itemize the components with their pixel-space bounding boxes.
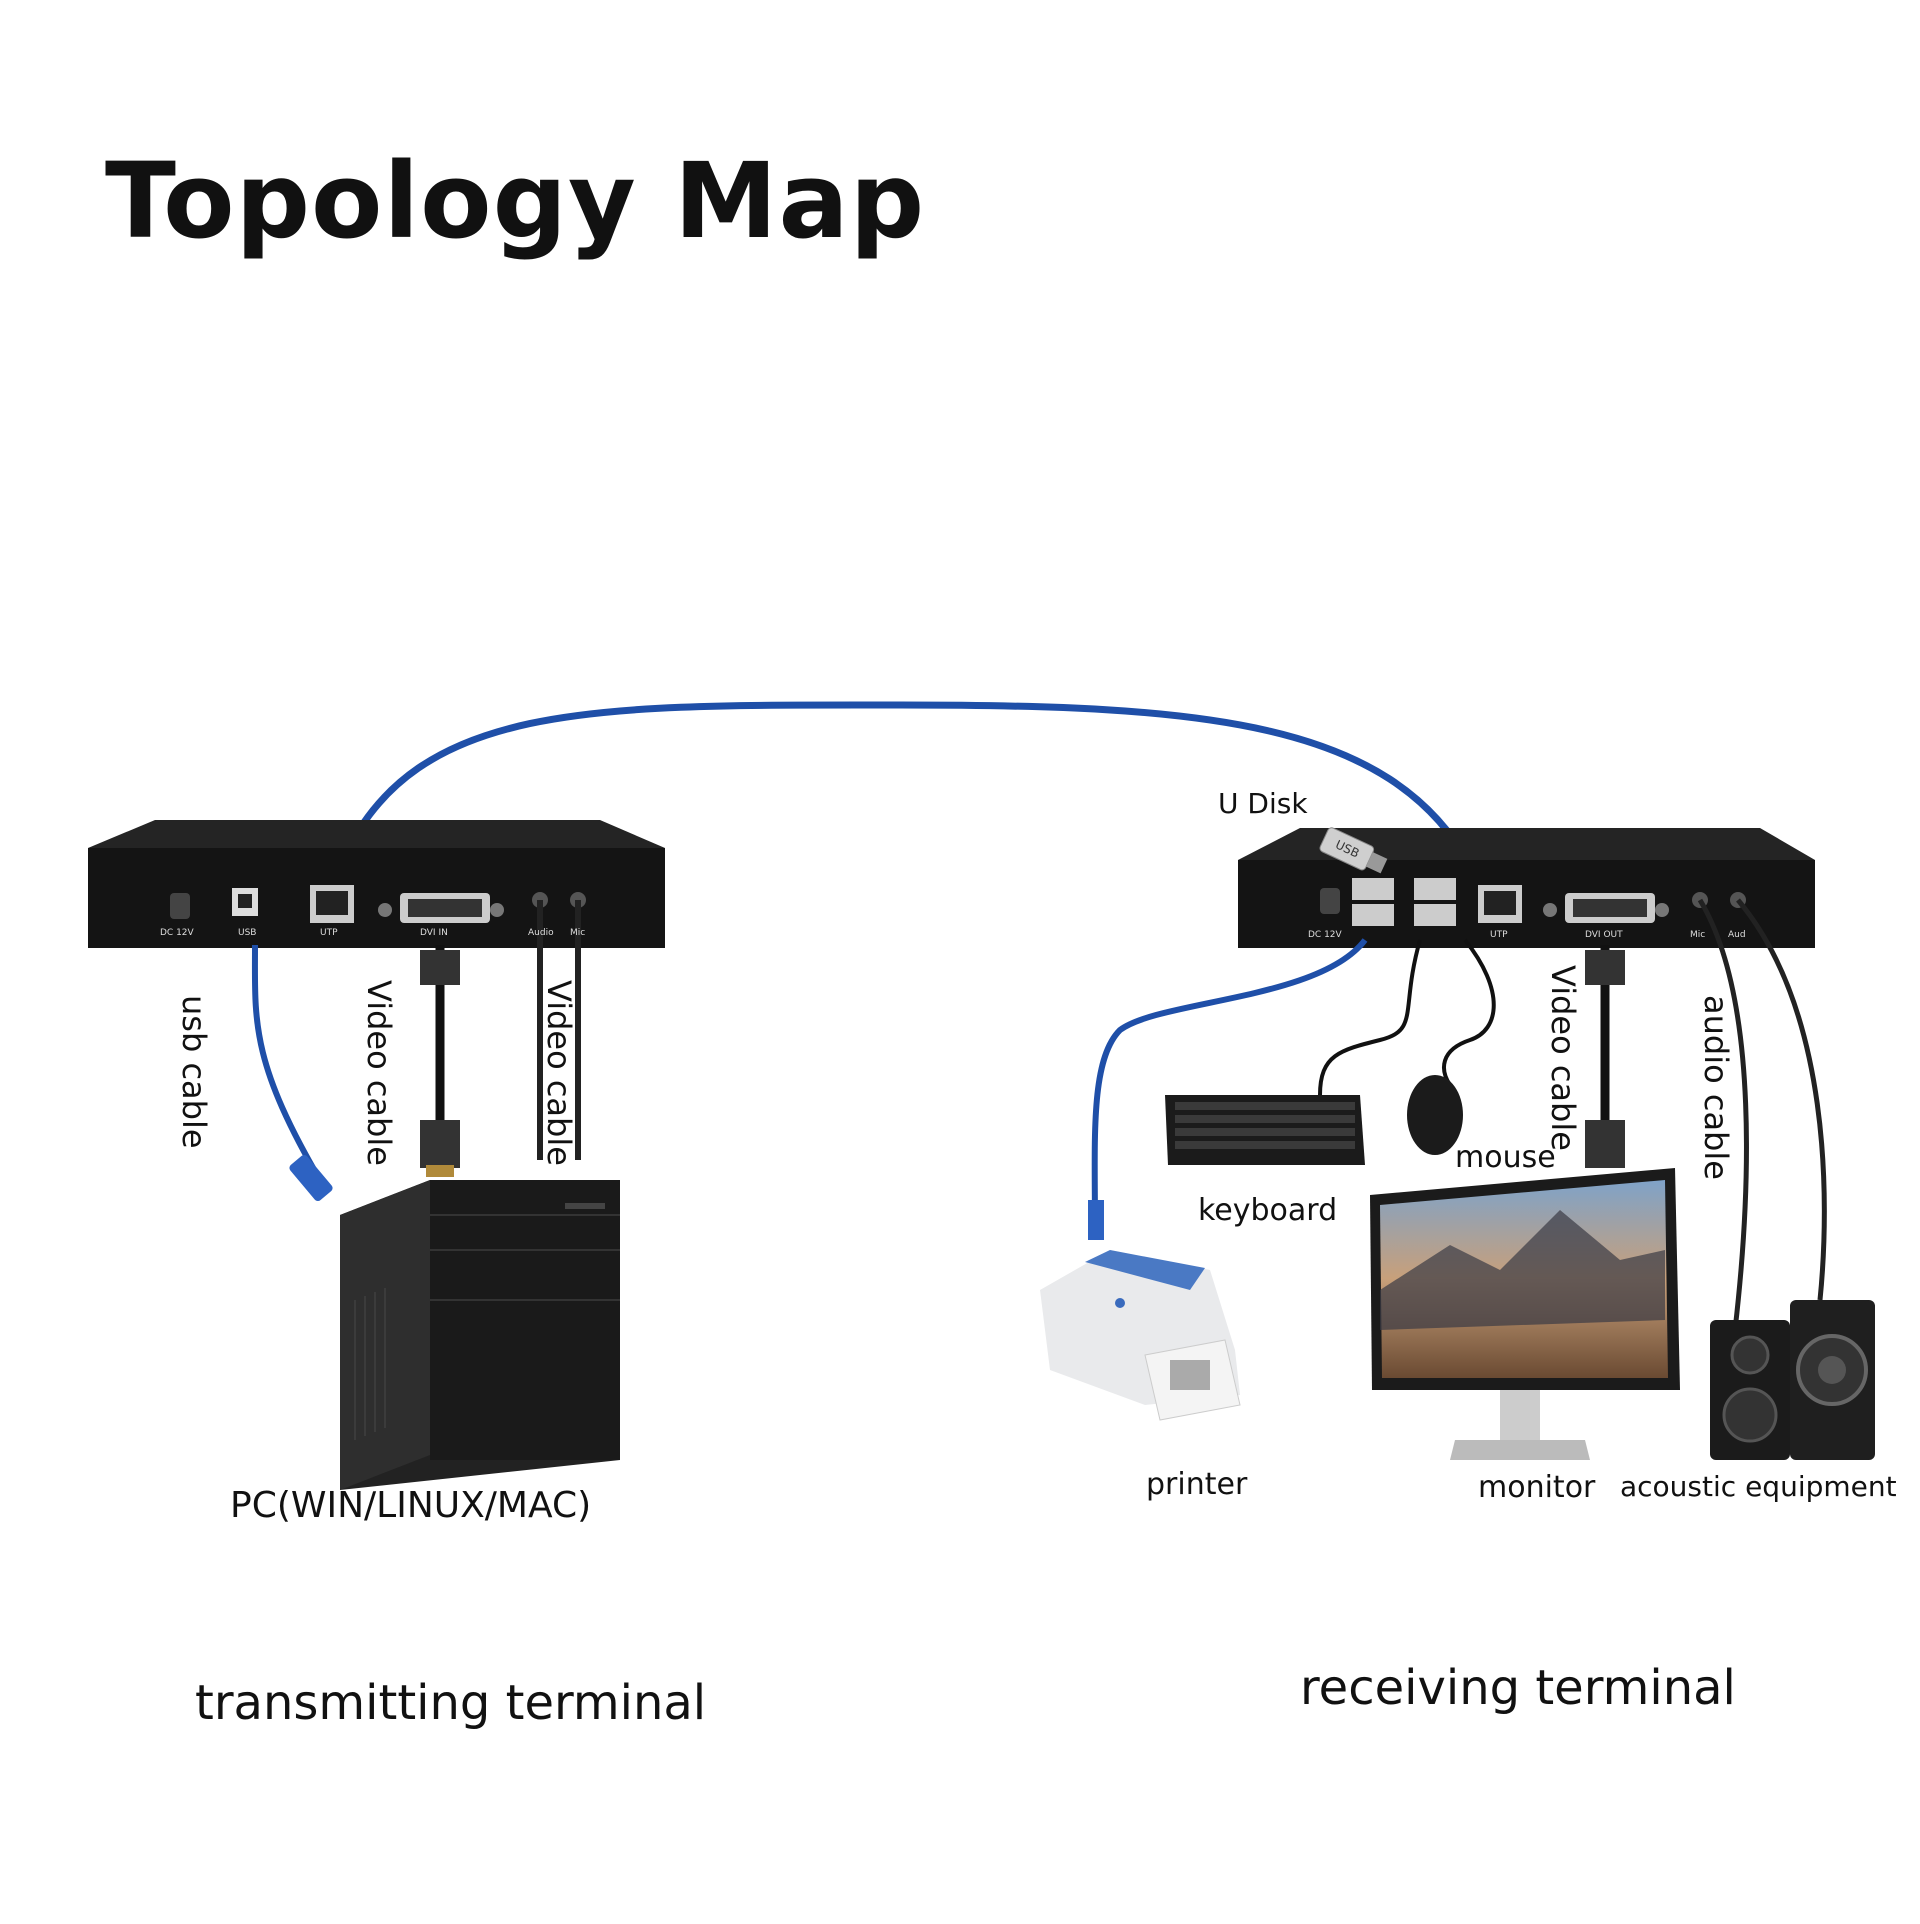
tx-port-dvi-in: DVI IN [420, 928, 448, 938]
section-receiving-label: receiving terminal [1300, 1660, 1736, 1716]
usb-cable-tx [251, 944, 323, 1182]
video-cable-label-2: Video cable [540, 980, 578, 1166]
audio-cable-rx-2 [1736, 898, 1827, 1301]
rx-port-dc: DC 12V [1308, 930, 1342, 940]
u-disk-icon [1319, 827, 1388, 874]
rx-video-cable-label: Video cable [1544, 965, 1582, 1151]
monitor-label: monitor [1478, 1470, 1596, 1505]
rx-port-aud: Aud [1728, 930, 1746, 940]
keyboard-label: keyboard [1198, 1193, 1338, 1228]
monitor-icon [1370, 1168, 1680, 1460]
printer-usb-cable [1091, 938, 1368, 1231]
tx-port-utp: UTP [320, 928, 338, 938]
rx-port-dvi-out: DVI OUT [1585, 930, 1623, 940]
audio-cable-rx-1 [1697, 898, 1749, 1331]
printer-icon [1040, 1250, 1241, 1421]
transmitter-unit [88, 820, 665, 948]
rx-audio-cable-label: audio cable [1697, 995, 1735, 1180]
video-cable-label-1: Video cable [360, 980, 398, 1166]
acoustic-label: acoustic equipment [1620, 1470, 1897, 1503]
tx-port-dc: DC 12V [160, 928, 194, 938]
tx-port-mic: Mic [570, 928, 586, 938]
pc-label: PC(WIN/LINUX/MAC) [230, 1485, 592, 1526]
keyboard-cable [1318, 939, 1422, 1096]
rx-port-mic: Mic [1690, 930, 1706, 940]
printer-label: printer [1146, 1467, 1248, 1502]
page-title: Topology Map [105, 140, 926, 262]
rx-port-utp: UTP [1490, 930, 1508, 940]
mouse-cable [1442, 938, 1496, 1087]
pc-tower-icon [340, 1180, 620, 1490]
keyboard-icon [1165, 1095, 1365, 1165]
mouse-icon [1407, 1075, 1463, 1155]
network-cable [341, 701, 1474, 867]
section-transmitting-label: transmitting terminal [195, 1675, 707, 1731]
tx-port-usb: USB [238, 928, 257, 938]
mouse-label: mouse [1455, 1140, 1556, 1175]
usb-cable-label: usb cable [175, 995, 213, 1149]
tx-port-audio: Audio [528, 928, 554, 938]
receiver-unit [1238, 828, 1815, 948]
speakers-icon [1710, 1300, 1875, 1460]
u-disk-label: U Disk [1218, 787, 1308, 820]
